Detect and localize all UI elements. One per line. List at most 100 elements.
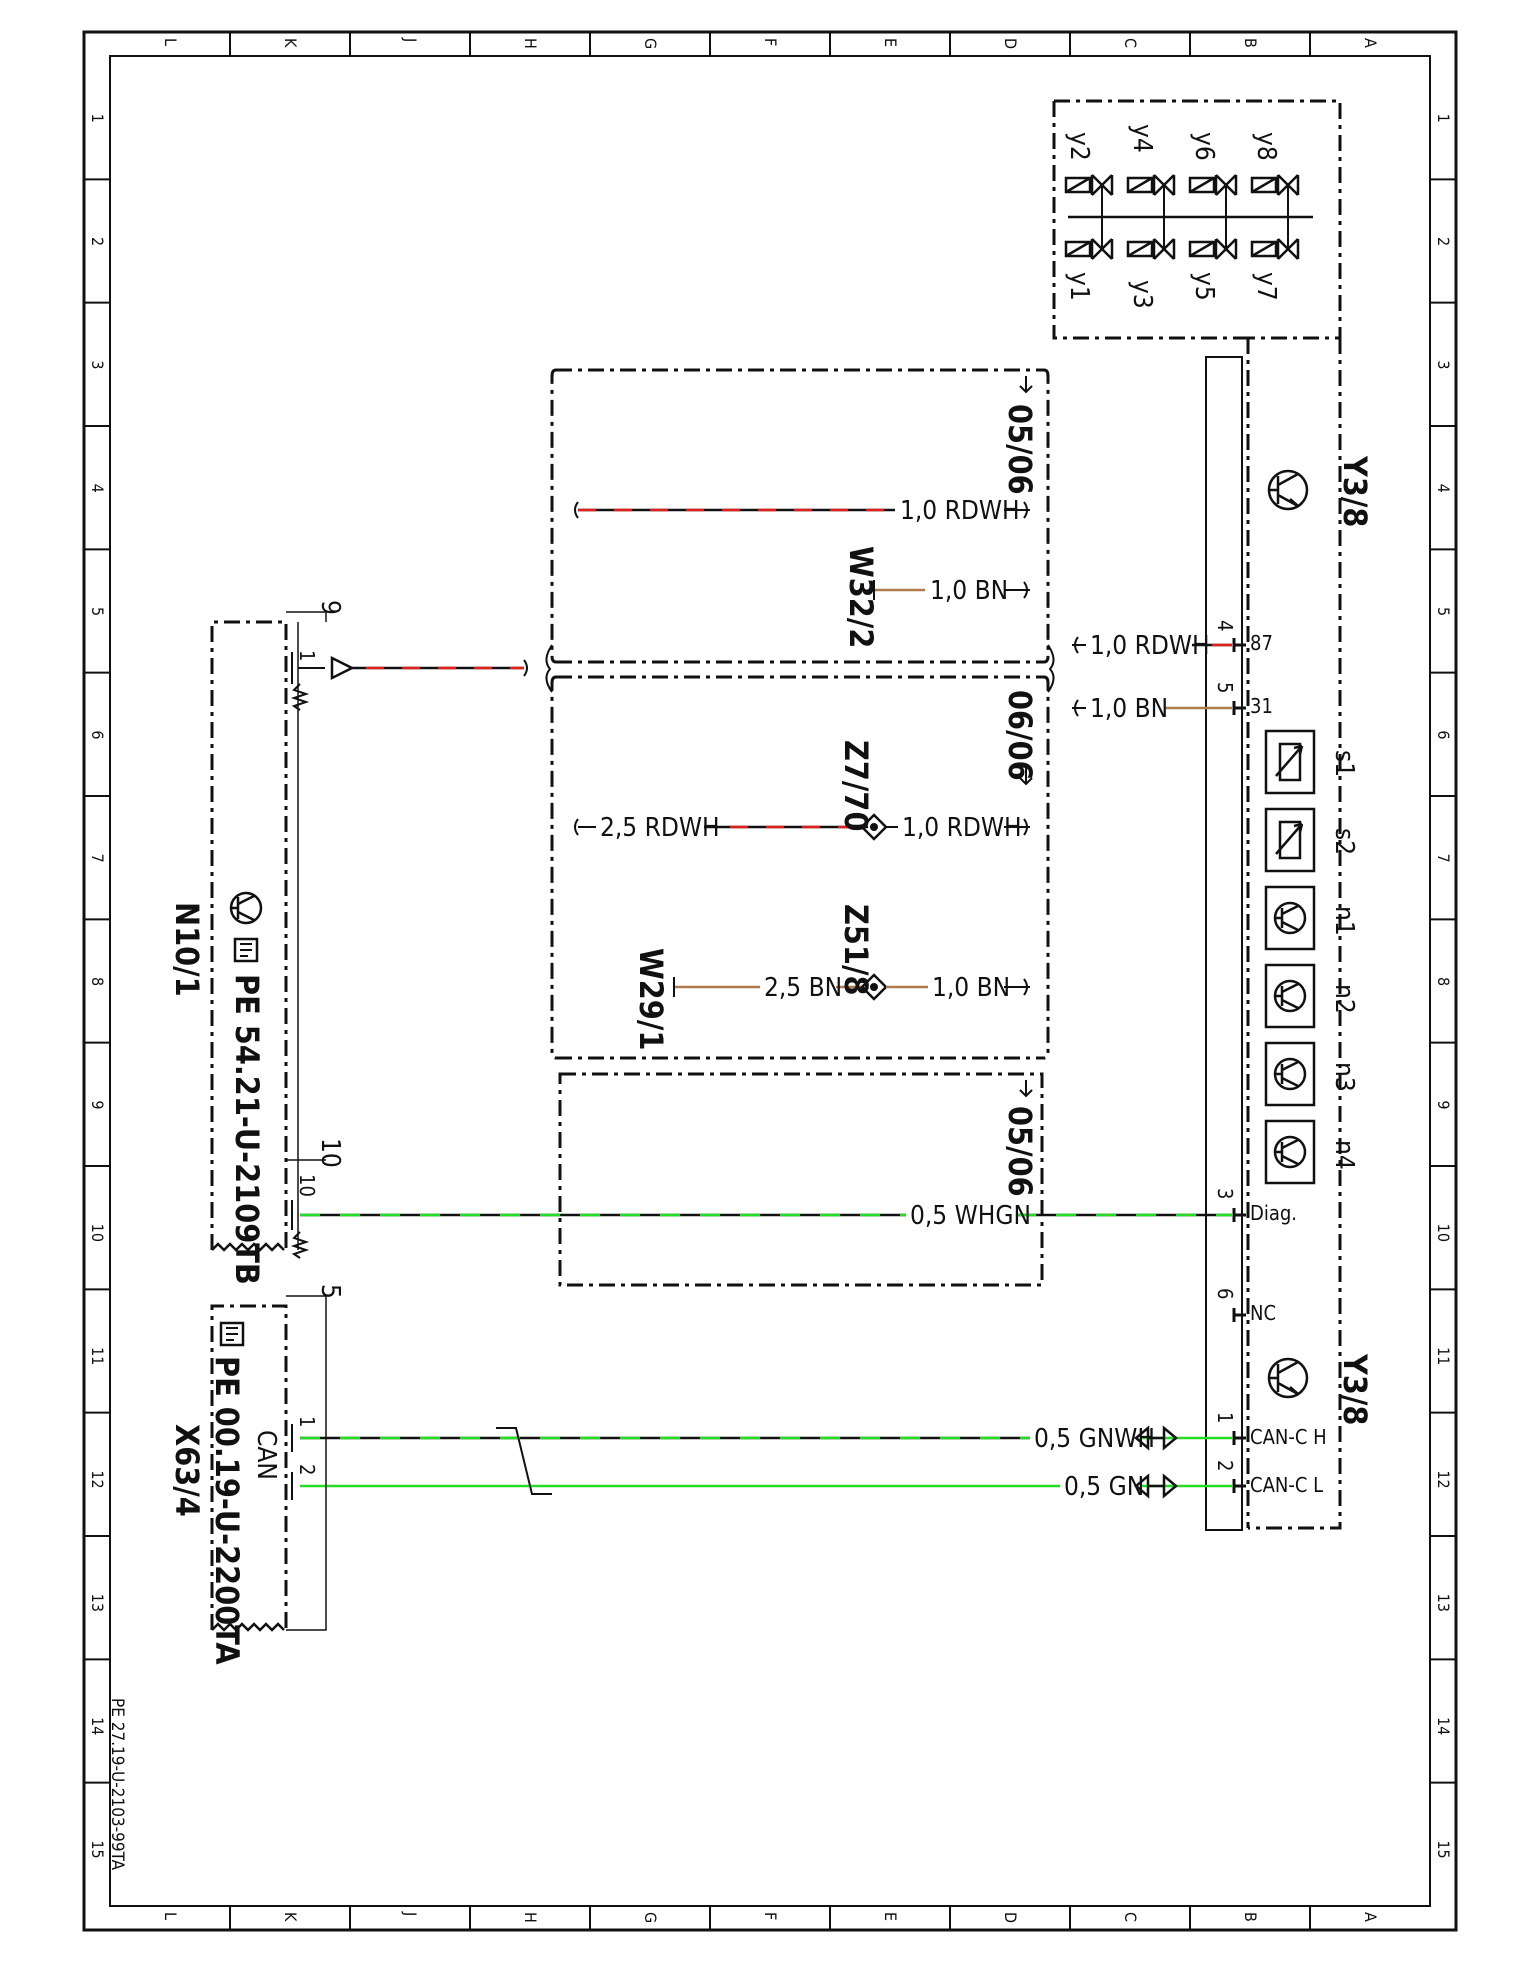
row-label: 13: [1434, 1594, 1453, 1612]
column-label: L: [161, 38, 180, 46]
box-label-mid: 06/06: [1001, 690, 1039, 781]
hand-pointer-icon: [233, 937, 259, 963]
can-coupler-icon: [1134, 1425, 1178, 1499]
row-label: 1: [88, 114, 107, 123]
column-label: C: [1121, 38, 1140, 48]
sensor-s2: [1264, 807, 1316, 873]
row-label: 3: [88, 360, 107, 369]
x63-pin1: 1: [295, 1416, 319, 1427]
row-label: 14: [88, 1717, 107, 1735]
row-label: 6: [88, 730, 107, 739]
column-label: L: [161, 1912, 180, 1920]
y38-pins: 4 87 5 31 3 Diag. 6 NC 1 CAN-C H 2 CAN-C…: [1213, 620, 1327, 1497]
wire-label-canh: 0,5 GNWH: [1034, 1424, 1155, 1454]
row-label: 13: [88, 1594, 107, 1612]
hand-pointer-icon: [219, 1321, 245, 1347]
column-label: B: [1241, 1912, 1260, 1922]
column-label: B: [1241, 38, 1260, 48]
valve-label-y3: y3: [1127, 280, 1157, 309]
sensor-n2: [1264, 963, 1316, 1029]
pin-number-2: 2: [1213, 1460, 1237, 1471]
y38-title: Y3/8: [1336, 455, 1374, 527]
row-label: 4: [1434, 484, 1453, 493]
pin-number-3: 3: [1213, 1188, 1237, 1199]
row-label: 7: [1434, 854, 1453, 863]
n10-conn-upper: 9: [315, 600, 345, 615]
sensor-n3: [1264, 1041, 1316, 1107]
n10-conn-lower: 10: [315, 1138, 345, 1168]
wire-label-z518-in: 2,5 BN: [764, 973, 842, 1003]
n10-pin-lower: 10: [295, 1174, 319, 1197]
sensor-label: s1: [1329, 750, 1359, 777]
box-label-top: 05/06: [1001, 404, 1039, 495]
row-label: 3: [1434, 360, 1453, 369]
transistor-icon: [229, 891, 263, 925]
pin-terminal: [1232, 701, 1246, 715]
row-label: 12: [88, 1470, 107, 1488]
module-n10-1: 9 1 10 10 PE 54.21-U-2109TB N10/1: [168, 600, 345, 1285]
row-label: 5: [1434, 607, 1453, 616]
column-label: F: [761, 38, 780, 46]
sensor-label: n3: [1329, 1062, 1359, 1092]
column-ticks: [229, 32, 1311, 1930]
row-label: 2: [1434, 237, 1453, 246]
wire-label-pin87: 1,0 RDWH: [1090, 631, 1210, 661]
row-label: 9: [88, 1100, 107, 1109]
column-label: D: [1001, 1912, 1020, 1923]
x63-pin2: 2: [295, 1464, 319, 1475]
component-w29-1: W29/1: [632, 948, 670, 1050]
wire-label-z770-in: 2,5 RDWH: [600, 813, 720, 843]
component-z51-8: Z51/8: [837, 904, 875, 995]
pin-name-can-c-h: CAN-C H: [1250, 1425, 1327, 1449]
sensor-s1: [1264, 729, 1316, 795]
solenoid-valve-icon: [1126, 174, 1176, 217]
solenoid-valve-icon: [1064, 174, 1114, 217]
connector-boxes: 05/06 06/06 05/06: [545, 368, 1055, 1287]
column-label: K: [281, 1912, 300, 1922]
transistor-icon: [1267, 469, 1309, 511]
wires: 1,0 RDWH 1,0 BN W32/2 1,0 RDWH 1,0 BN 2,…: [298, 496, 1232, 1502]
wire-label-z518-out: 1,0 BN: [932, 973, 1010, 1003]
sensor-label: n2: [1329, 984, 1359, 1014]
row-label: 2: [88, 237, 107, 246]
pin-name-nc: NC: [1250, 1301, 1276, 1325]
wire-label-top-rdwh: 1,0 RDWH: [900, 496, 1020, 526]
component-z7-70: Z7/70: [837, 740, 875, 831]
sensor-label: s2: [1329, 828, 1359, 855]
valve-label-y4: y4: [1127, 124, 1157, 153]
row-label: 15: [1434, 1840, 1453, 1858]
pin-name-87: 87: [1250, 631, 1273, 655]
document-id: PE 27.19-U-2103-99TA: [107, 1698, 127, 1871]
n10-pin-upper: 1: [295, 650, 319, 661]
solenoid-valve-icon: [1250, 174, 1300, 217]
column-label: E: [881, 1912, 900, 1921]
column-label: J: [401, 1911, 420, 1916]
column-label: G: [641, 38, 660, 49]
pin-terminal: [1232, 638, 1246, 652]
column-label: J: [401, 37, 420, 42]
pin-number-6: 6: [1213, 1288, 1237, 1299]
solenoid-valve-icon: [1126, 217, 1176, 260]
wire-label-z770-out: 1,0 RDWH: [902, 813, 1022, 843]
valve-label-y7: y7: [1251, 272, 1281, 301]
valve-label-y6: y6: [1189, 132, 1219, 161]
row-label: 12: [1434, 1470, 1453, 1488]
y38-title-lower: Y3/8: [1336, 1353, 1374, 1425]
box-label-bottom: 05/06: [1001, 1106, 1039, 1197]
column-label: H: [521, 1912, 540, 1923]
column-label: C: [1121, 1912, 1140, 1922]
transistor-icon: [1267, 1357, 1309, 1399]
pin-name-diag: Diag.: [1250, 1201, 1297, 1225]
row-label: 5: [88, 607, 107, 616]
column-label: H: [521, 38, 540, 49]
pin-number-4: 4: [1213, 620, 1237, 631]
pin-name-31: 31: [1250, 694, 1273, 718]
column-label: A: [1361, 38, 1380, 48]
solenoid-valve-icon: [1250, 217, 1300, 260]
pin-terminal: [1232, 1308, 1246, 1322]
